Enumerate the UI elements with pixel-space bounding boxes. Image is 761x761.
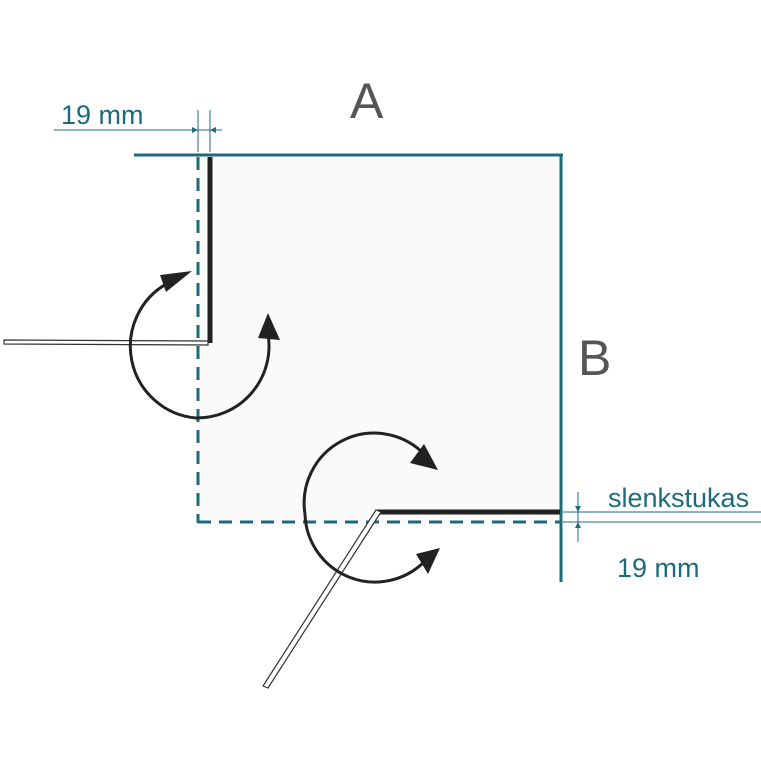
top-gap-dimension — [54, 110, 222, 152]
wall-b-label: B — [578, 330, 611, 386]
left-upper-swing-arrow — [128, 271, 197, 420]
threshold-label: slenkstukas — [608, 483, 749, 513]
top-gap-label: 19 mm — [61, 100, 144, 130]
left-lower-swing-arrow — [195, 313, 280, 420]
bottom-gap-dimension — [563, 492, 761, 542]
bottom-lower-swing-arrow — [303, 513, 440, 584]
wall-a-label: A — [350, 73, 384, 129]
bottom-door-open — [262, 509, 382, 689]
bottom-upper-swing-arrow — [302, 431, 438, 515]
bottom-gap-label: 19 mm — [617, 553, 700, 583]
shower-area — [198, 155, 560, 523]
left-door-open — [3, 339, 209, 346]
